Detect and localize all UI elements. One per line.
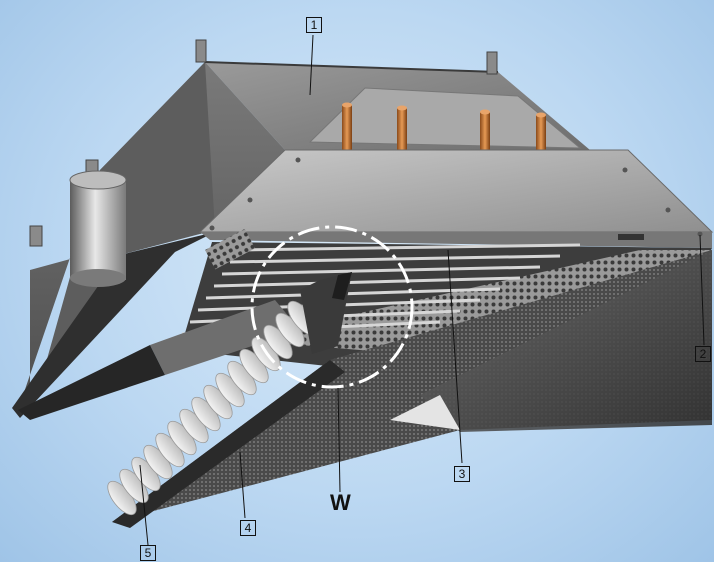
hood-plate <box>198 149 714 233</box>
hood-edge <box>200 232 712 248</box>
copper-pipe-end <box>480 109 490 115</box>
channel-shadow <box>18 345 165 420</box>
hood-screw <box>247 197 253 203</box>
hood-screw <box>697 231 703 237</box>
casing-bottom-rim <box>12 232 215 418</box>
channel-face <box>150 300 300 375</box>
callout-label-5: 5 <box>140 545 156 561</box>
mounting-tab <box>195 39 207 63</box>
face-panel <box>112 250 712 528</box>
perforated-strip <box>205 228 256 270</box>
front-hood <box>198 149 714 248</box>
side-channel <box>18 300 300 420</box>
panel-lip <box>112 360 345 528</box>
duct-rim-bottom <box>70 269 126 287</box>
copper-pipe-end <box>536 112 546 118</box>
light-gap <box>390 395 460 430</box>
panel-edge <box>420 250 712 432</box>
coil-housing <box>308 87 582 153</box>
copper-pipe <box>342 105 352 150</box>
hood-screw <box>622 167 628 173</box>
hood-screw <box>209 225 215 231</box>
deflector-fins <box>107 300 317 516</box>
adjustment-lever <box>300 272 352 354</box>
casing-top-edge <box>204 61 499 73</box>
detail-circle <box>250 225 414 389</box>
callout-label-2: 2 <box>695 346 711 362</box>
duct-cylinder <box>70 178 126 280</box>
leader-lines <box>139 34 705 546</box>
copper-pipe-end <box>397 105 407 111</box>
copper-pipe <box>397 108 407 150</box>
callout-label-4: 4 <box>240 520 256 536</box>
lever-tip <box>332 272 352 300</box>
detail-label-w: W <box>330 490 351 515</box>
copper-pipe <box>480 112 490 152</box>
copper-pipe <box>536 115 546 153</box>
hood-screw <box>295 157 301 163</box>
mounting-tab <box>486 51 498 75</box>
perforated-band <box>240 250 712 355</box>
callout-label-1: 1 <box>306 17 322 33</box>
mesh-panel <box>112 250 712 522</box>
copper-pipe-end <box>342 102 352 108</box>
duct-connection <box>69 170 127 287</box>
callout-label-3: 3 <box>454 466 470 482</box>
mounting-tab <box>29 225 43 247</box>
hood-screw <box>665 207 671 213</box>
latch <box>618 234 644 240</box>
duct-rim-top <box>69 170 127 190</box>
